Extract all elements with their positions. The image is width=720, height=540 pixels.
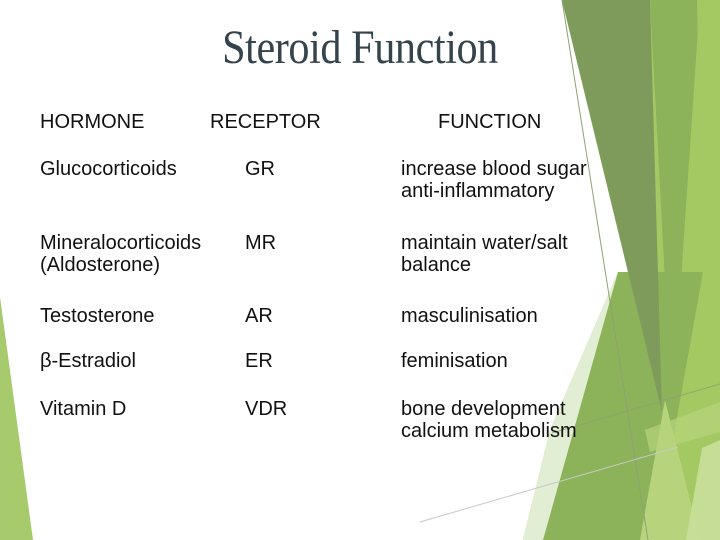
function-cell: masculinisation <box>401 305 538 327</box>
receptor-cell: ER <box>245 350 273 372</box>
green-corner-triangle-left <box>0 297 33 540</box>
slide-title: Steroid Function <box>222 21 498 74</box>
header-receptor: RECEPTOR <box>210 111 321 133</box>
function-cell: increase blood sugar anti-inflammatory <box>401 158 587 202</box>
green-pale-triangle <box>523 272 618 540</box>
header-function: FUNCTION <box>438 111 542 133</box>
function-cell: feminisation <box>401 350 508 372</box>
hormone-cell: Mineralocorticoids (Aldosterone) <box>40 232 202 276</box>
function-cell: bone development calcium metabolism <box>401 398 577 442</box>
facet-hairline-diagonal-upper <box>551 383 720 434</box>
green-light-right-band <box>655 0 720 540</box>
hormone-cell: β-Estradiol <box>40 350 136 372</box>
green-light-band-diagonal <box>645 402 720 452</box>
green-light-wedge-bottom <box>640 400 700 540</box>
receptor-cell: MR <box>245 232 277 254</box>
header-hormone: HORMONE <box>40 111 145 133</box>
green-dark-band <box>562 0 662 412</box>
facet-hairline-vertical <box>561 0 649 540</box>
hormone-cell: Testosterone <box>40 305 155 327</box>
green-pale-sliver-corner <box>686 440 720 540</box>
facet-hairline-diagonal-lower <box>419 446 679 523</box>
green-medium-top-band <box>650 0 700 412</box>
hormone-cell: Vitamin D <box>40 398 127 420</box>
receptor-cell: GR <box>245 158 275 180</box>
function-cell: maintain water/salt balance <box>401 232 568 276</box>
receptor-cell: AR <box>245 305 273 327</box>
receptor-cell: VDR <box>245 398 288 420</box>
hormone-cell: Glucocorticoids <box>40 158 177 180</box>
